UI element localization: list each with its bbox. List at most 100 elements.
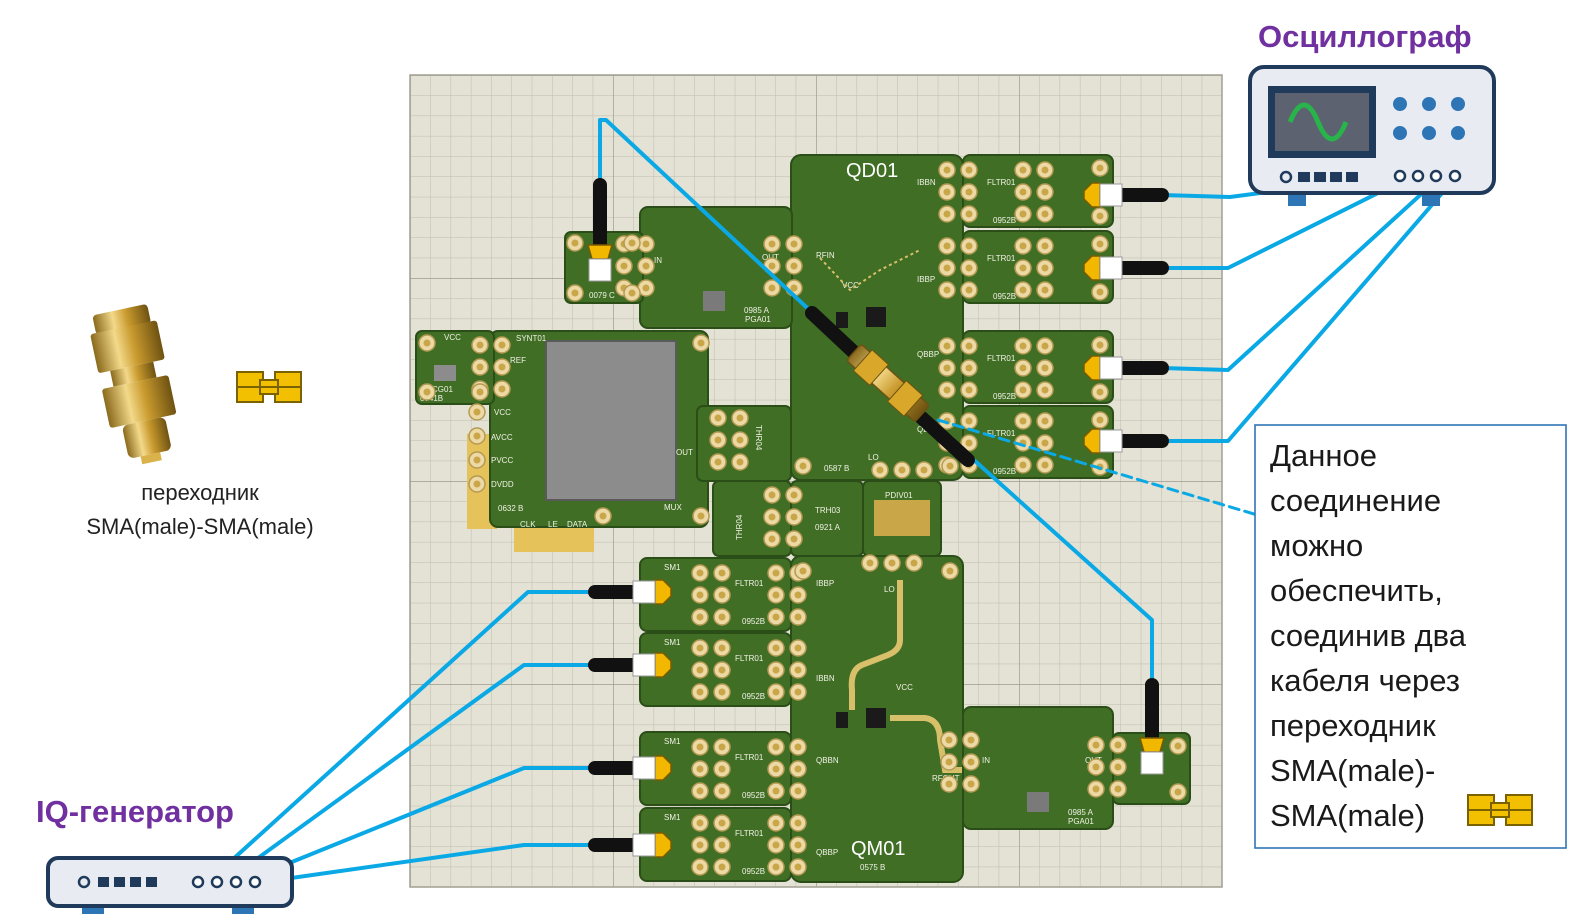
synt01-pin-data: DATA [567, 520, 588, 529]
qd01-port-rfin: RFIN [816, 251, 835, 260]
adapter-caption-line2: SMA(male)-SMA(male) [86, 514, 313, 539]
iq-generator[interactable]: IQ-генератор [36, 794, 294, 914]
qm01-chip [866, 708, 886, 728]
pga01-bottom-label: PGA01 [1068, 817, 1094, 826]
thr04-a-label: THR04 [754, 425, 763, 451]
cable-pga-top-to-qd01-rfin[interactable] [598, 118, 820, 320]
pdiv-coupler [874, 500, 930, 536]
cable-gen-ibbn[interactable] [223, 663, 597, 884]
filter-left-4-code: 0952B [742, 867, 765, 876]
oscilloscope-title: Осциллограф [1258, 19, 1472, 54]
qd01-chip-small [836, 312, 848, 328]
sma-adapter-photo [90, 304, 177, 465]
qd01-port-ibbn: IBBN [917, 178, 936, 187]
sma-connector-icon [632, 579, 672, 605]
note-line: соединив два [1270, 618, 1467, 653]
pcb-modules: QD01 0587 B IBBN IBBP QBBP QBBN RFIN LO … [415, 154, 1191, 883]
cable-scope-qbbp[interactable] [1160, 175, 1442, 372]
filter-right-4-label: FLTR01 [987, 429, 1016, 438]
synt01-pin-ref: REF [510, 356, 526, 365]
synt01-board: SYNT01 REF VCC AVCC PVCC DVDD OUT MUX CL… [467, 330, 709, 552]
qm01-port-ibbn: IBBN [816, 674, 835, 683]
note-line: SMA(male)- [1270, 753, 1435, 788]
oscilloscope[interactable]: Осциллограф [1248, 19, 1496, 206]
filter-left-2-label: FLTR01 [735, 654, 764, 663]
board-pads [418, 159, 1187, 876]
qd01-label: QD01 [846, 160, 898, 182]
pga01-top-code: 0985 A [744, 306, 770, 315]
adapter-legend: переходник SMA(male)-SMA(male) [86, 304, 314, 539]
qm01-code: 0575 B [860, 863, 885, 872]
sma-connector-icon [587, 244, 613, 282]
sma-connector-icon [1139, 737, 1165, 775]
filter-left-1-code: 0952B [742, 617, 765, 626]
filter-right-3-code: 0952B [993, 392, 1016, 401]
filter-left-3-code: 0952B [742, 791, 765, 800]
filter-left-4-label: FLTR01 [735, 829, 764, 838]
cable-scope-ibbp[interactable] [1160, 175, 1412, 270]
sma-connector-icon [1083, 355, 1123, 381]
qd01-port-ibbp: IBBP [917, 275, 935, 284]
qd01-chip [866, 307, 886, 327]
pga01-top-label: PGA01 [745, 315, 771, 324]
sma-connector-icon [1083, 428, 1123, 454]
filter-left-3-label: FLTR01 [735, 753, 764, 762]
filter-left-4-sma: SM1 [664, 813, 681, 822]
filter-left-3-sma: SM1 [664, 737, 681, 746]
filter-right-1-code: 0952B [993, 216, 1016, 225]
qd01-port-qbbp: QBBP [917, 350, 939, 359]
qm01-label: QM01 [851, 838, 905, 860]
oscilloscope-icon [1248, 65, 1496, 206]
pga01-bottom-code: 0985 A [1068, 808, 1094, 817]
qm01-board: QM01 0575 B IBBP IBBN QBBN QBBP LO RFOUT… [790, 555, 965, 883]
note-pointer-line [936, 418, 1256, 516]
synt01-shield-can [545, 340, 677, 501]
qd01-code: 0587 B [824, 464, 849, 473]
sma-adapter-icon [236, 371, 302, 403]
filter-left-1-label: FLTR01 [735, 579, 764, 588]
note-line: соединение [1270, 483, 1441, 518]
qm01-port-ibbp: IBBP [816, 579, 834, 588]
synt01-pin-pvcc: PVCC [491, 456, 513, 465]
pga01-bottom-board: IN OUT 0985 A PGA01 [962, 706, 1114, 830]
cable-gen-qbbn[interactable] [238, 766, 597, 885]
synt01-pin-dvdd: DVDD [491, 480, 514, 489]
note-box: Данноесоединениеможнообеспечить,соединив… [1254, 424, 1567, 849]
filter-right-2-code: 0952B [993, 292, 1016, 301]
sma-connector-icon [1083, 182, 1123, 208]
pdiv-label: PDIV01 [885, 491, 913, 500]
qm01-port-qbbn: QBBN [816, 756, 839, 765]
cable-gen-qbbp[interactable] [254, 843, 597, 885]
synt01-pin-vcc: VCC [494, 408, 511, 417]
sma-board-top-code: 0079 C [589, 291, 615, 300]
note-adapter-icon [1467, 794, 1533, 826]
pga01-bottom-in: IN [982, 756, 990, 765]
qd01-port-lo: LO [868, 453, 879, 462]
qm01-port-vcc: VCC [896, 683, 913, 692]
cable-gen-ibbp[interactable] [208, 590, 597, 882]
note-line: можно [1270, 528, 1363, 563]
center-sma-adapter [846, 344, 930, 422]
note-line: SMA(male) [1270, 798, 1425, 833]
sma-connectors [587, 182, 1165, 858]
filter-right-1-label: FLTR01 [987, 178, 1016, 187]
note-line: переходник [1270, 708, 1436, 743]
sma-connector-icon [632, 652, 672, 678]
synt01-label: SYNT01 [516, 334, 547, 343]
synt01-code: 0632 B [498, 504, 523, 513]
filter-right-4-code: 0952B [993, 467, 1016, 476]
synt01-pin-mux: MUX [664, 503, 682, 512]
sma-connector-icon [632, 755, 672, 781]
note-line: кабеля через [1270, 663, 1460, 698]
sma-connector-icon [632, 832, 672, 858]
filter-left-2-code: 0952B [742, 692, 765, 701]
qm01-port-qbbp: QBBP [816, 848, 838, 857]
synt01-pin-avcc: AVCC [491, 433, 513, 442]
synt01-pin-clk: CLK [520, 520, 536, 529]
cable-pga-bottom-to-adapter[interactable] [963, 450, 1154, 687]
note-line: Данное [1270, 438, 1377, 473]
cg01-crystal [434, 365, 456, 381]
cable-scope-qbbn[interactable] [1160, 175, 1458, 443]
synt01-pin-out: OUT [676, 448, 693, 457]
cg01-vcc: VCC [444, 333, 461, 342]
